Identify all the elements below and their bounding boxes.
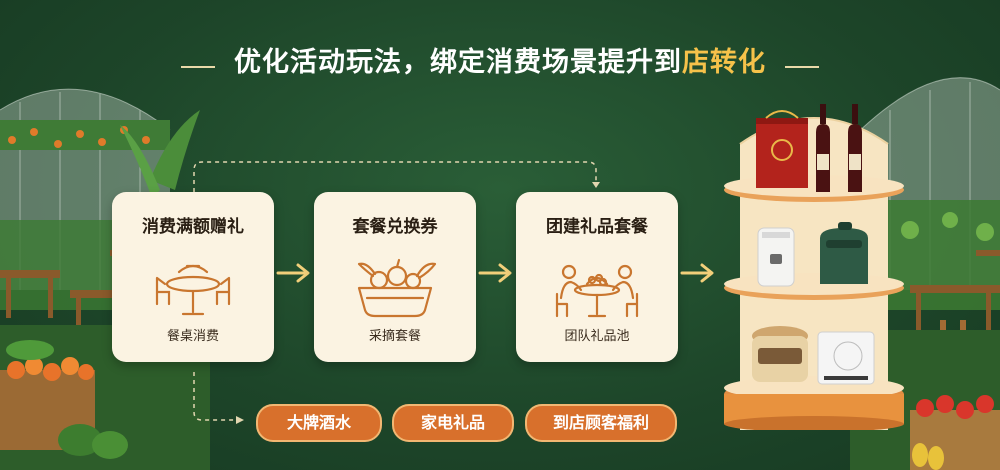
product-shelf (724, 104, 904, 430)
title-highlight-text: 店转化 (682, 47, 766, 78)
dining-table-icon (155, 264, 231, 316)
title-main-text: 优化活动玩法，绑定消费场景提升到 (234, 47, 682, 78)
team-meal-icon (555, 264, 639, 318)
title-right-line (785, 65, 820, 68)
card-combo-voucher[interactable]: 套餐兑换券 采摘套餐 (314, 192, 476, 362)
green-air-fryer (820, 222, 868, 284)
title-left-line (180, 65, 215, 68)
card-title: 消费满额赠礼 (142, 217, 244, 237)
page-title: 优化活动玩法，绑定消费场景提升到店转化 (234, 40, 766, 79)
induction-cooker (817, 331, 875, 385)
white-kettle (757, 227, 795, 287)
arrow-right-icon (680, 263, 714, 283)
card-subtitle: 团队礼品池 (564, 329, 630, 344)
card-subtitle: 采摘套餐 (368, 329, 421, 344)
rice-cooker (752, 326, 808, 382)
tag-brand-liquor[interactable]: 大牌酒水 (256, 404, 382, 442)
card-title: 套餐兑换券 (352, 217, 438, 237)
arrow-right-icon (276, 263, 310, 283)
card-spend-gift[interactable]: 消费满额赠礼 餐桌消费 (112, 192, 274, 362)
greenhouse-scene-right (849, 77, 1000, 470)
card-team-gift[interactable]: 团建礼品套餐 团队礼品池 (516, 192, 678, 362)
tag-visitor-benefits[interactable]: 到店顾客福利 (525, 404, 677, 442)
wine-gift-box (756, 110, 808, 188)
card-title: 团建礼品套餐 (546, 217, 648, 237)
tag-appliance-gifts[interactable]: 家电礼品 (392, 404, 514, 442)
headline: 优化活动玩法，绑定消费场景提升到店转化 (0, 40, 1000, 79)
wine-bottles (816, 104, 862, 192)
card-subtitle: 餐桌消费 (166, 329, 219, 344)
arrow-right-icon (478, 263, 512, 283)
harvest-basket-icon (357, 258, 437, 318)
